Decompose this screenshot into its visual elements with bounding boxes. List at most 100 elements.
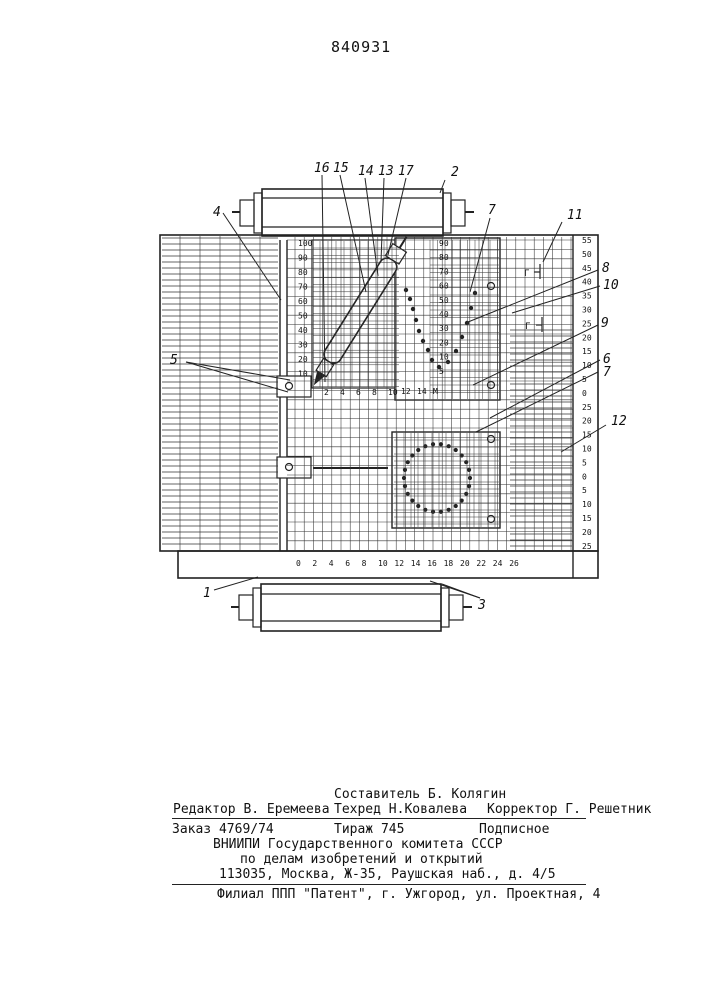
callout-11: 11 [567, 208, 583, 223]
branch-line: Филиал ППП "Патент", г. Ужгород, ул. Про… [217, 887, 601, 902]
scale-left-tick: 30 [298, 341, 308, 350]
org-line-2: по делам изобретений и открытий [240, 852, 483, 867]
scale-bottom-tick: 14 [411, 559, 421, 568]
callout-5: 5 [170, 353, 178, 368]
scale-right-tick: 15 [582, 347, 592, 356]
callout-14: 14 [358, 164, 374, 179]
scale-right-tick: 25 [582, 319, 592, 328]
scale-right-tick: 5 [582, 486, 587, 495]
address-line: 113035, Москва, Ж-35, Раушская наб., д. … [219, 867, 556, 882]
scale-bottom-tick: 18 [444, 559, 454, 568]
scale-left-tick: 80 [298, 268, 308, 277]
scale-bottom-tick: 20 [460, 559, 470, 568]
lower-roller [231, 584, 472, 631]
scale-inset-tick: 40 [439, 310, 449, 319]
callout-3: 3 [477, 598, 486, 613]
scale-right-tick: 10 [582, 500, 592, 509]
scale-right-tick: 5 [582, 375, 587, 384]
scale-left-tick: 40 [298, 326, 308, 335]
scale-bottom-tick: 6 [345, 559, 350, 568]
techred-line: Техред Н.Ковалева [334, 802, 467, 817]
corrector-line: Корректор Г. Решетник [487, 802, 651, 817]
callout-2: 2 [451, 165, 459, 180]
scale-left-bottom-tick: 6 [356, 388, 361, 397]
callout-4: 4 [213, 205, 221, 220]
patent-drawing: 1615141317247118109567121310090807060504… [0, 0, 707, 790]
order-line: Заказ 4769/74 [172, 822, 274, 837]
scale-right-tick: 0 [582, 389, 587, 398]
section-mark: Г [525, 322, 530, 332]
scale-bottom-tick: 2 [312, 559, 317, 568]
circulation-line: Тираж 745 [334, 822, 404, 837]
scale-bottom-tick: 0 [296, 559, 301, 568]
scale-bottom-tick: 8 [362, 559, 367, 568]
scale-right-tick: 30 [582, 306, 592, 315]
scale-right-tick: 15 [582, 431, 592, 440]
scale-right-tick: 20 [582, 417, 592, 426]
scale-inset-tick: 5 [439, 367, 444, 376]
subscription-line: Подписное [479, 822, 549, 837]
scale-right-tick: 15 [582, 514, 592, 523]
scale-inset-tick: 20 [439, 338, 449, 347]
scale-left-bottom-tick: 8 [372, 388, 377, 397]
section-mark: Г [524, 269, 529, 279]
scale-left-tick: 10 [298, 370, 308, 379]
scale-left-bottom-tick: 4 [340, 388, 345, 397]
callout-13: 13 [378, 164, 394, 179]
scale-left-bottom-tick: 2 [324, 388, 329, 397]
scale-right-tick: 25 [582, 403, 592, 412]
callout-8: 8 [602, 261, 610, 276]
scale-left-tick: 90 [298, 254, 308, 263]
scale-inset-tick: 80 [439, 253, 449, 262]
scale-right-tick: 25 [582, 542, 592, 551]
callout-1: 1 [203, 586, 211, 601]
scale-right-tick: 5 [582, 458, 587, 467]
scale-inset-tick: 70 [439, 267, 449, 276]
scale-inset-tick: 50 [439, 296, 449, 305]
scale-bottom-tick: 12 [394, 559, 404, 568]
rule [172, 884, 586, 885]
scale-right-tick: 50 [582, 250, 592, 259]
scale-inset-tick: 10 [439, 353, 449, 362]
upper-roller [232, 189, 474, 236]
scale-inset-tick: 30 [439, 324, 449, 333]
callout-7: 7 [488, 203, 496, 218]
scale-bottom-tick: 10 [378, 559, 388, 568]
scale-bottom-tick: 16 [427, 559, 437, 568]
scale-left-tick: 70 [298, 283, 308, 292]
scale-right-tick: 10 [582, 361, 592, 370]
scale-right-tick: 20 [582, 528, 592, 537]
scale-right-tick: 40 [582, 278, 592, 287]
scale-left-tick: 100 [298, 239, 313, 248]
editor-line: Редактор В. Еремеева [173, 802, 330, 817]
scale-left-tick: 20 [298, 355, 308, 364]
scale-inset-tick: 90 [439, 239, 449, 248]
scale-bottom-tick: 4 [329, 559, 334, 568]
scale-inset-tick: 60 [439, 282, 449, 291]
scale-bottom-tick: 26 [509, 559, 519, 568]
rule [172, 818, 586, 819]
callout-15: 15 [333, 161, 349, 176]
scale-bottom-tick: 22 [476, 559, 486, 568]
scale-inset-bottom-tick: 12 [401, 387, 411, 396]
scale-right-tick: 0 [582, 472, 587, 481]
scale-inset-bottom-tick: M [433, 387, 438, 396]
scale-right-tick: 35 [582, 292, 592, 301]
callout-9: 9 [601, 316, 609, 331]
scale-right-tick: 10 [582, 445, 592, 454]
scale-inset-bottom-tick: 14 [417, 387, 427, 396]
compiler-line: Составитель Б. Колягин [334, 787, 506, 802]
callout-10: 10 [603, 278, 619, 293]
scale-left-bottom-tick: 10 [388, 388, 398, 397]
scale-right-tick: 45 [582, 264, 592, 273]
scale-left-tick: 60 [298, 297, 308, 306]
scale-right-tick: 55 [582, 236, 592, 245]
scale-bottom-tick: 24 [493, 559, 503, 568]
scale-right-tick: 20 [582, 333, 592, 342]
scale-left-tick: 50 [298, 312, 308, 321]
callout-7: 7 [603, 365, 611, 380]
callout-17: 17 [398, 164, 414, 179]
org-line-1: ВНИИПИ Государственного комитета СССР [213, 837, 503, 852]
callout-16: 16 [314, 161, 330, 176]
callout-12: 12 [611, 414, 627, 429]
